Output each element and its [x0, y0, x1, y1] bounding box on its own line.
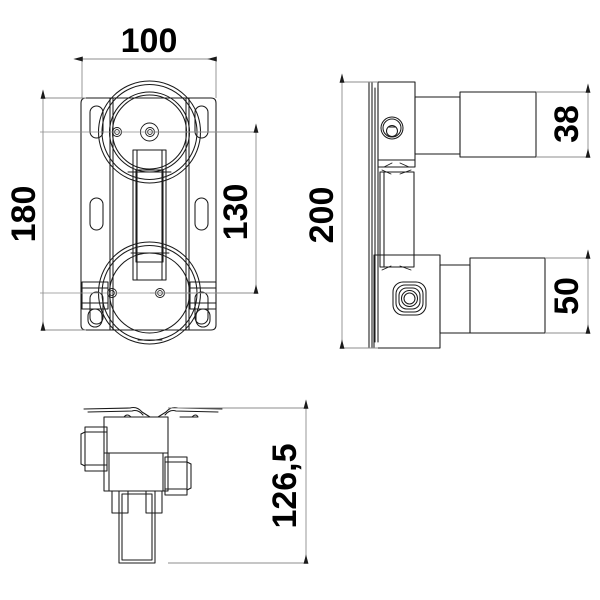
dimension-100: 100 [73, 22, 217, 98]
dimension-38-label: 38 [548, 105, 586, 143]
dimension-126-5: 126,5 [168, 399, 309, 564]
top-hex-fitting-right [164, 456, 192, 496]
side-lower-outlet [439, 257, 546, 334]
side-upper-outlet [414, 91, 537, 158]
front-hex-fitting-right [189, 281, 217, 328]
top-view [80, 406, 223, 564]
mounting-slot-left-bottom [89, 291, 104, 325]
dimension-38: 38 [536, 83, 591, 158]
side-middle-connector [379, 169, 415, 271]
dimension-50-label: 50 [548, 277, 586, 315]
front-hex-fitting-left [81, 281, 109, 328]
center-lines [40, 131, 150, 294]
dimension-130: 130 [150, 123, 259, 294]
dimension-180-label: 180 [5, 186, 43, 243]
dimension-130-label: 130 [217, 184, 255, 241]
dimension-126-5-label: 126,5 [266, 443, 304, 528]
top-hex-fitting-left [80, 426, 108, 472]
mounting-slot-left-middle [89, 197, 104, 231]
front-view [80, 80, 217, 345]
dimension-200-label: 200 [303, 187, 341, 244]
side-view [368, 81, 546, 349]
mounting-slot-right-top [194, 105, 209, 139]
dimension-100-label: 100 [121, 22, 178, 60]
dimension-200: 200 [303, 73, 378, 349]
dimension-annotations: 100 180 130 200 38 [5, 22, 591, 564]
dimension-50: 50 [545, 249, 591, 334]
dimension-180: 180 [5, 89, 86, 331]
top-lower-spout [111, 490, 163, 564]
mounting-slot-right-middle [194, 197, 209, 231]
